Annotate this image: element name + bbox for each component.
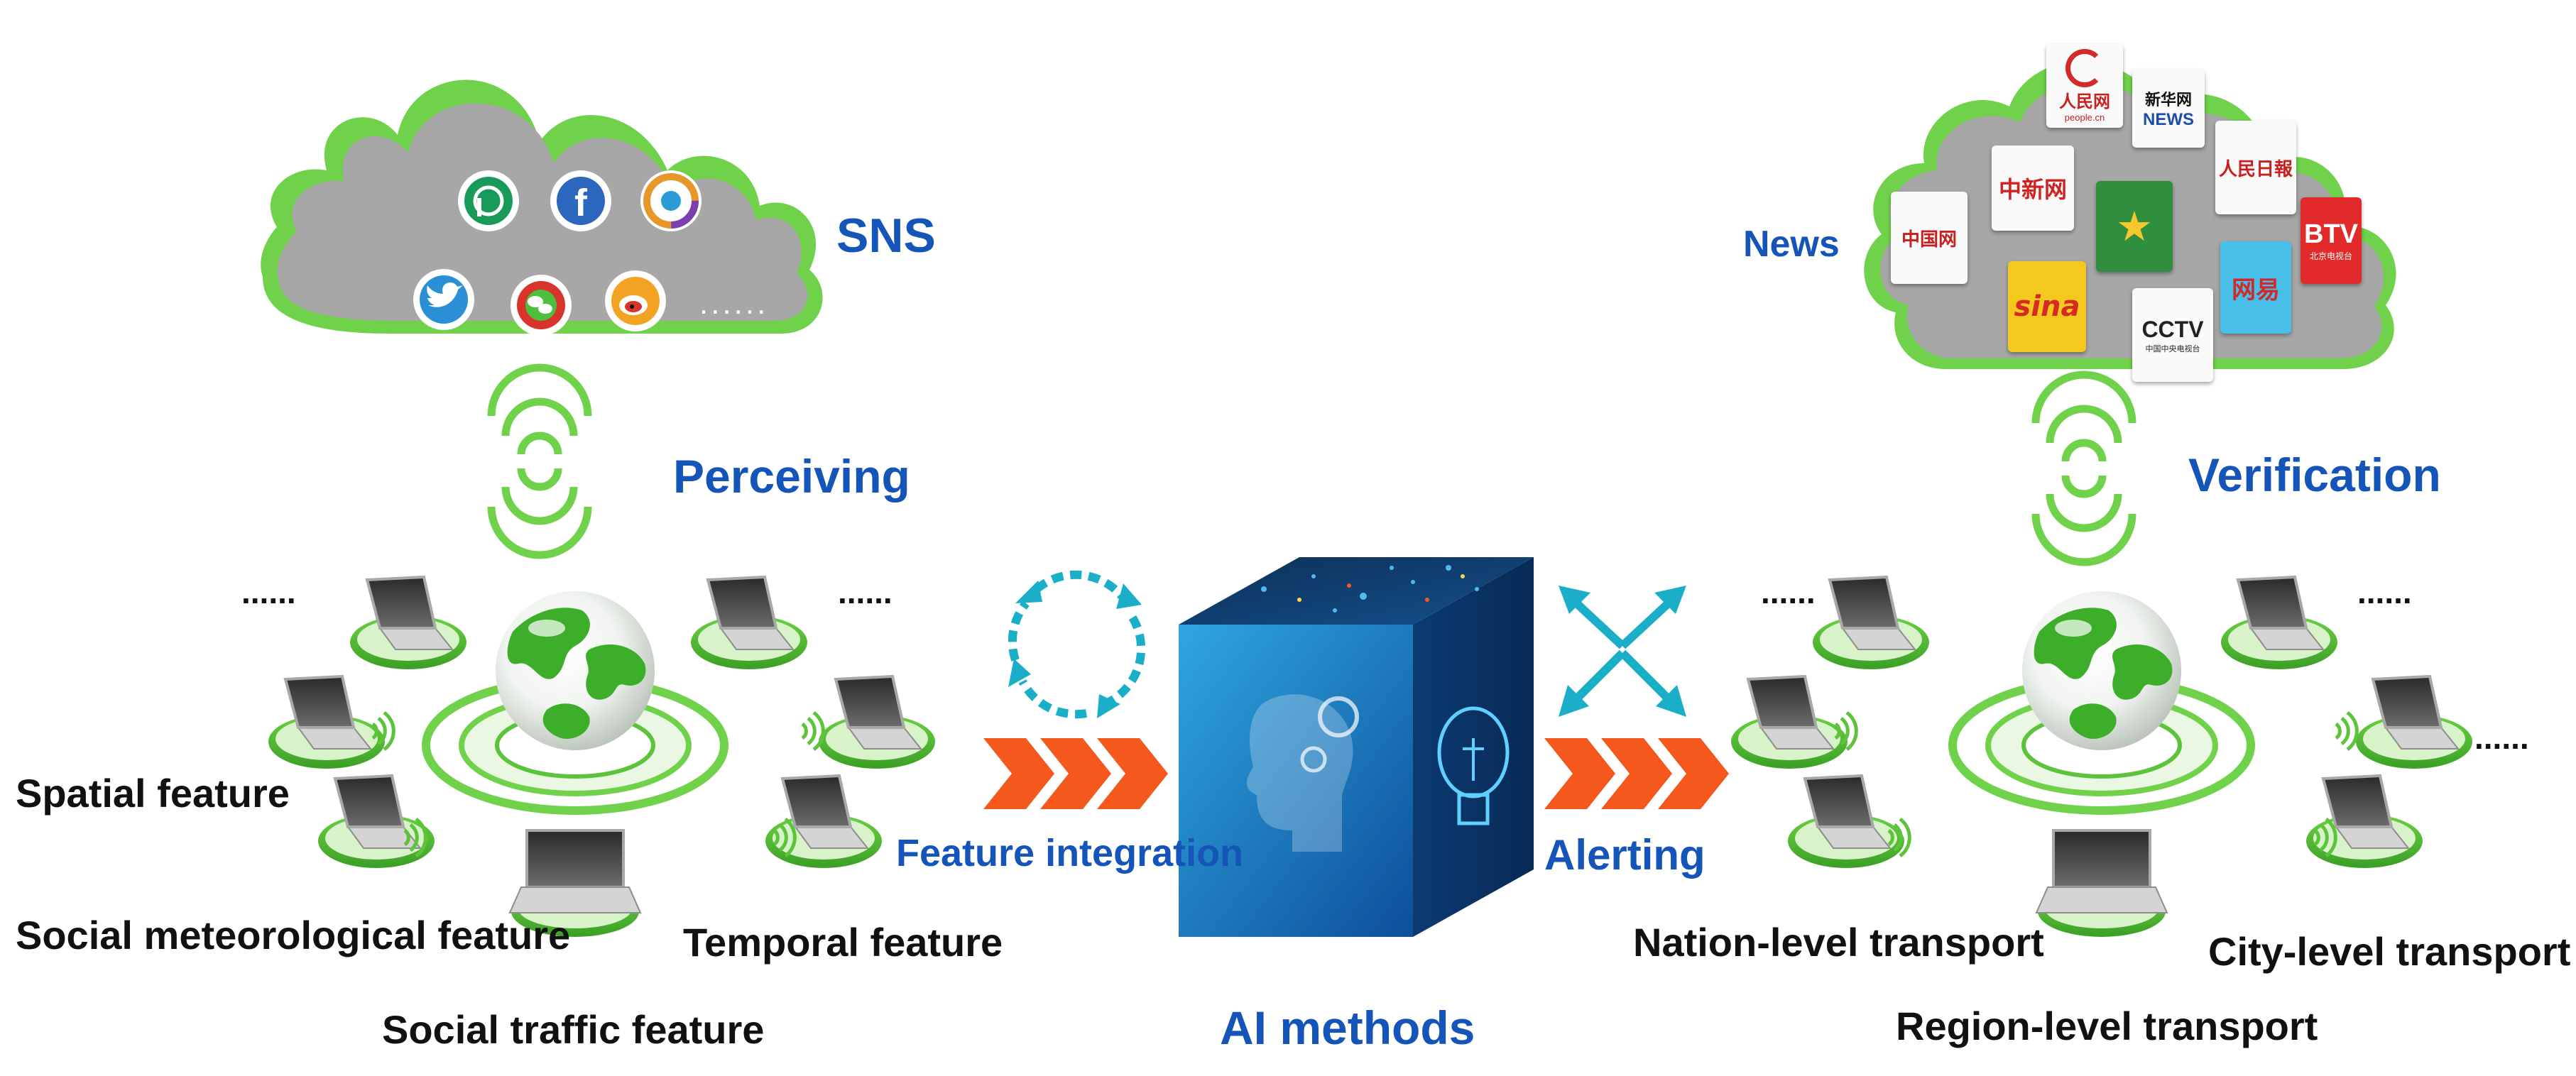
ellipsis-text: ......: [1761, 573, 1816, 610]
news-logo-emblem: ★: [2096, 181, 2173, 272]
verification-label: Verification: [2188, 449, 2441, 501]
chevron-arrows-left-icon: [983, 738, 1168, 809]
laptop-icon: [1786, 774, 1906, 869]
ring-app-icon: [640, 170, 702, 231]
ellipsis-text: ......: [241, 573, 296, 610]
sns-signal-icon: [491, 368, 588, 555]
news-logo-people-cn: 人民网 people.cn: [2046, 44, 2123, 128]
weibo-icon: [605, 270, 666, 331]
sns-label: SNS: [836, 209, 936, 263]
laptop-icon: [267, 675, 386, 770]
social-traffic-feature-label: Social traffic feature: [382, 1007, 765, 1052]
ai-cube-icon: [1179, 557, 1534, 937]
news-logo-xinhua: 新华网 NEWS: [2132, 70, 2205, 148]
news-logo-peoples-daily: 人民日報: [2215, 121, 2296, 214]
globe-hub-icon: [426, 591, 724, 811]
news-logo-china-com: 中国网: [1891, 192, 1968, 284]
news-logo-chinanews: 中新网: [1992, 146, 2074, 231]
feature-integration-label: Feature integration: [896, 832, 1244, 874]
laptop-icon: [764, 774, 883, 869]
wifi-icon: [802, 713, 823, 750]
svg-text:f: f: [574, 182, 588, 224]
spatial-feature-label: Spatial feature: [16, 771, 290, 816]
laptop-icon: [2220, 576, 2339, 671]
chevron-arrows-right-icon: [1544, 738, 1729, 809]
region-level-transport-label: Region-level transport: [1896, 1004, 2318, 1048]
news-label: News: [1743, 224, 1840, 265]
laptop-icon: [2035, 829, 2168, 938]
emblem-star-icon: ★: [2116, 204, 2153, 250]
alerting-label: Alerting: [1544, 831, 1705, 879]
laptop-icon: [689, 576, 809, 671]
ellipsis-text: ......: [2357, 573, 2412, 610]
laptop-icon: [349, 576, 468, 671]
social-meteorological-feature-label: Social meteorological feature: [16, 913, 571, 957]
sns-ellipsis: ......: [699, 286, 768, 321]
news-signal-icon: [2036, 375, 2132, 562]
p-app-icon: [458, 170, 519, 231]
ellipsis-text: ......: [2474, 719, 2529, 756]
ai-methods-label: AI methods: [1220, 1001, 1475, 1054]
laptop-icon: [1730, 675, 1849, 770]
laptop-icon: [817, 675, 937, 770]
perceiving-label: Perceiving: [673, 450, 910, 503]
laptop-icon: [2305, 774, 2424, 869]
nation-level-transport-label: Nation-level transport: [1633, 920, 2044, 965]
wifi-icon: [2336, 713, 2357, 750]
cycle-arrows-icon: [1008, 570, 1146, 719]
twitter-icon: [413, 269, 474, 330]
ellipsis-text: ......: [838, 573, 893, 610]
cycle-arrowheads: [1008, 581, 1142, 718]
wechat-icon: [511, 275, 572, 336]
people-logo-icon: [2065, 49, 2104, 87]
news-logo-netease: 网易: [2220, 241, 2291, 334]
right-dots: ...... ...... ......: [1761, 573, 2529, 756]
sns-cloud: [261, 79, 823, 334]
left-network: [267, 576, 937, 938]
four-way-arrows-icon: [1559, 586, 1686, 717]
city-level-transport-label: City-level transport: [2208, 929, 2571, 974]
facebook-icon: f: [550, 170, 611, 231]
laptop-icon: [1811, 576, 1931, 671]
left-dots: ...... ......: [241, 573, 893, 610]
laptop-icon: [2354, 675, 2474, 770]
temporal-feature-label: Temporal feature: [683, 920, 1003, 965]
news-logo-cctv: CCTV 中国中央电视台: [2132, 288, 2213, 382]
globe-hub-icon: [1953, 591, 2251, 811]
news-logo-btv: BTV 北京电视台: [2301, 197, 2362, 284]
right-network: [1730, 576, 2474, 938]
news-logo-sina: sina: [2008, 261, 2086, 352]
